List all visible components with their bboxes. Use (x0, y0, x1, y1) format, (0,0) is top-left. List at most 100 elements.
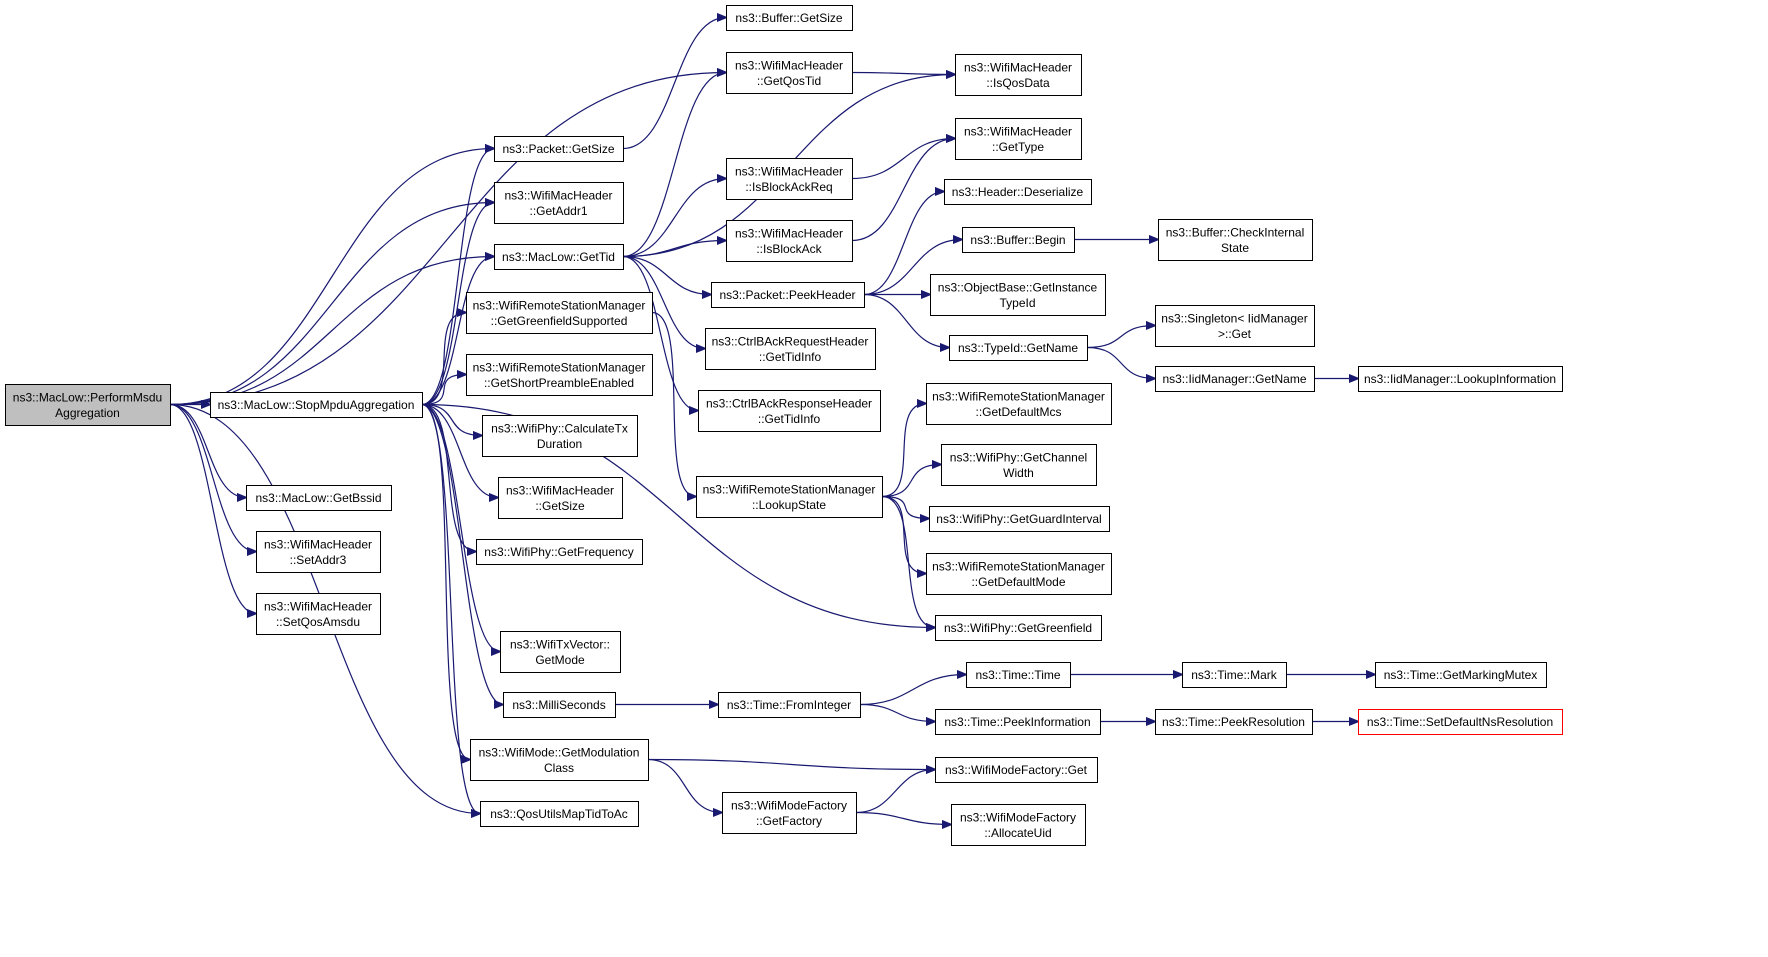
node-label: ns3::WifiPhy::GetGuardInterval (936, 512, 1101, 526)
node-label: ns3::IidManager::GetName (1162, 372, 1306, 386)
graph-node-allocateuid[interactable]: ns3::WifiModeFactory::AllocateUid (951, 804, 1086, 846)
edge-stopmpdu-to-packetgetsize (421, 149, 494, 406)
graph-node-ctrlreqtidinfo[interactable]: ns3::CtrlBAckRequestHeader::GetTidInfo (705, 328, 876, 370)
graph-node-stopmpdu[interactable]: ns3::MacLow::StopMpduAggregation (210, 392, 423, 418)
graph-node-typeidgetname[interactable]: ns3::TypeId::GetName (949, 335, 1088, 361)
graph-node-peekresolution[interactable]: ns3::Time::PeekResolution (1155, 709, 1313, 735)
graph-node-timemark[interactable]: ns3::Time::Mark (1182, 662, 1287, 688)
node-box (480, 801, 639, 827)
edge-gettid-to-peekheader (622, 255, 711, 295)
node-label: ::GetTidInfo (758, 412, 821, 426)
edge-performmsdu-to-getbssid (169, 403, 246, 498)
graph-node-lookupinformation[interactable]: ns3::IidManager::LookupInformation (1358, 366, 1563, 392)
graph-node-headergetsize[interactable]: ns3::WifiMacHeader::GetSize (498, 477, 623, 519)
edge-stopmpdu-to-headergetsize (421, 403, 498, 498)
node-box (955, 118, 1082, 160)
node-label: Aggregation (55, 406, 120, 420)
graph-node-getbssid[interactable]: ns3::MacLow::GetBssid (246, 485, 392, 511)
graph-node-txvectorgetmode[interactable]: ns3::WifiTxVector::GetMode (500, 631, 621, 673)
node-box (935, 709, 1101, 735)
graph-node-getdefaultmcs[interactable]: ns3::WifiRemoteStationManager::GetDefaul… (926, 383, 1112, 425)
node-box (494, 136, 624, 162)
graph-node-gettid[interactable]: ns3::MacLow::GetTid (494, 244, 624, 270)
graph-node-singletonget[interactable]: ns3::Singleton< IidManager>::Get (1155, 305, 1315, 347)
node-label: ns3::CtrlBAckResponseHeader (706, 396, 872, 410)
edge-getqostid-to-isqosdata (851, 73, 955, 75)
node-label: ns3::Buffer::CheckInternal (1166, 225, 1305, 239)
graph-node-greenfieldsupported[interactable]: ns3::WifiRemoteStationManager::GetGreenf… (466, 292, 653, 334)
node-label: ::GetDefaultMode (971, 575, 1065, 589)
edge-gettid-to-ctrlresptidinfo (622, 255, 698, 411)
node-label: ::SetAddr3 (290, 553, 347, 567)
node-label: ns3::WifiMacHeader (504, 188, 612, 202)
graph-node-buffergetsize[interactable]: ns3::Buffer::GetSize (726, 5, 853, 31)
edge-timefrominteger-to-timetime (859, 675, 966, 706)
node-label: ns3::WifiModeFactory (731, 798, 847, 812)
graph-node-isblockackreq[interactable]: ns3::WifiMacHeader::IsBlockAckReq (726, 158, 853, 200)
graph-node-setdefaultnsresolution[interactable]: ns3::Time::SetDefaultNsResolution (1358, 709, 1563, 735)
graph-node-setaddr3[interactable]: ns3::WifiMacHeader::SetAddr3 (256, 531, 381, 573)
node-box (962, 227, 1075, 253)
graph-node-iidgetname[interactable]: ns3::IidManager::GetName (1155, 366, 1315, 392)
node-box (256, 531, 381, 573)
edge-lookupstate-to-getdefaultmcs (881, 404, 926, 498)
graph-node-peekheader[interactable]: ns3::Packet::PeekHeader (711, 282, 865, 308)
graph-node-timefrominteger[interactable]: ns3::Time::FromInteger (718, 692, 861, 718)
node-label: ns3::MacLow::GetBssid (255, 491, 381, 505)
graph-node-getdefaultmode[interactable]: ns3::WifiRemoteStationManager::GetDefaul… (926, 553, 1112, 595)
graph-node-ctrlresptidinfo[interactable]: ns3::CtrlBAckResponseHeader::GetTidInfo (698, 390, 881, 432)
node-label: ns3::WifiRemoteStationManager (932, 559, 1105, 573)
graph-node-getfrequency[interactable]: ns3::WifiPhy::GetFrequency (476, 539, 643, 565)
graph-node-bufferbegin[interactable]: ns3::Buffer::Begin (962, 227, 1075, 253)
node-label: ns3::Header::Deserialize (952, 185, 1084, 199)
node-box (926, 553, 1112, 595)
node-box (1182, 662, 1287, 688)
node-box (1155, 366, 1315, 392)
node-label: ns3::WifiMacHeader (964, 60, 1072, 74)
nodes-layer: ns3::MacLow::PerformMsduAggregationns3::… (5, 5, 1563, 846)
node-box (1358, 366, 1563, 392)
graph-node-lookupstate[interactable]: ns3::WifiRemoteStationManager::LookupSta… (696, 476, 883, 518)
node-label: ns3::TypeId::GetName (958, 341, 1078, 355)
node-label: ::IsBlockAck (756, 242, 822, 256)
node-box (246, 485, 392, 511)
edge-peekheader-to-typeidgetname (863, 293, 949, 348)
graph-node-peekinformation[interactable]: ns3::Time::PeekInformation (935, 709, 1101, 735)
graph-node-getfactory[interactable]: ns3::WifiModeFactory::GetFactory (722, 792, 857, 834)
node-box (470, 739, 649, 781)
node-label: ns3::WifiMacHeader (506, 483, 614, 497)
graph-node-getaddr1[interactable]: ns3::WifiMacHeader::GetAddr1 (494, 182, 624, 224)
graph-node-modefactoryget[interactable]: ns3::WifiModeFactory::Get (935, 757, 1098, 783)
node-box (935, 615, 1102, 641)
node-box (210, 392, 423, 418)
graph-node-qosutils[interactable]: ns3::QosUtilsMapTidToAc (480, 801, 639, 827)
graph-node-setqosamsdu[interactable]: ns3::WifiMacHeader::SetQosAmsdu (256, 593, 381, 635)
graph-node-packetgetsize[interactable]: ns3::Packet::GetSize (494, 136, 624, 162)
node-label: ns3::WifiMacHeader (735, 58, 843, 72)
graph-node-getqostid[interactable]: ns3::WifiMacHeader::GetQosTid (726, 52, 853, 94)
node-label: ns3::MacLow::PerformMsdu (13, 390, 162, 404)
node-label: ns3::WifiModeFactory::Get (945, 763, 1088, 777)
node-label: ::LookupState (752, 498, 826, 512)
graph-node-isqosdata[interactable]: ns3::WifiMacHeader::IsQosData (955, 54, 1082, 96)
graph-node-isblockack[interactable]: ns3::WifiMacHeader::IsBlockAck (726, 220, 853, 262)
graph-node-getguardinterval[interactable]: ns3::WifiPhy::GetGuardInterval (929, 506, 1110, 532)
graph-node-shortpreamble[interactable]: ns3::WifiRemoteStationManager::GetShortP… (466, 354, 653, 396)
graph-node-deserialize[interactable]: ns3::Header::Deserialize (944, 179, 1092, 205)
node-label: ::IsBlockAckReq (745, 180, 832, 194)
node-label: ns3::MacLow::StopMpduAggregation (218, 398, 415, 412)
graph-node-gettype[interactable]: ns3::WifiMacHeader::GetType (955, 118, 1082, 160)
edge-peekheader-to-bufferbegin (863, 240, 962, 296)
edge-getfactory-to-allocateuid (855, 811, 951, 825)
graph-node-getmarkingmutex[interactable]: ns3::Time::GetMarkingMutex (1375, 662, 1547, 688)
graph-node-getgreenfield[interactable]: ns3::WifiPhy::GetGreenfield (935, 615, 1102, 641)
graph-node-milliseconds[interactable]: ns3::MilliSeconds (503, 692, 616, 718)
graph-node-timetime[interactable]: ns3::Time::Time (966, 662, 1071, 688)
edge-stopmpdu-to-greenfieldsupported (421, 313, 466, 406)
